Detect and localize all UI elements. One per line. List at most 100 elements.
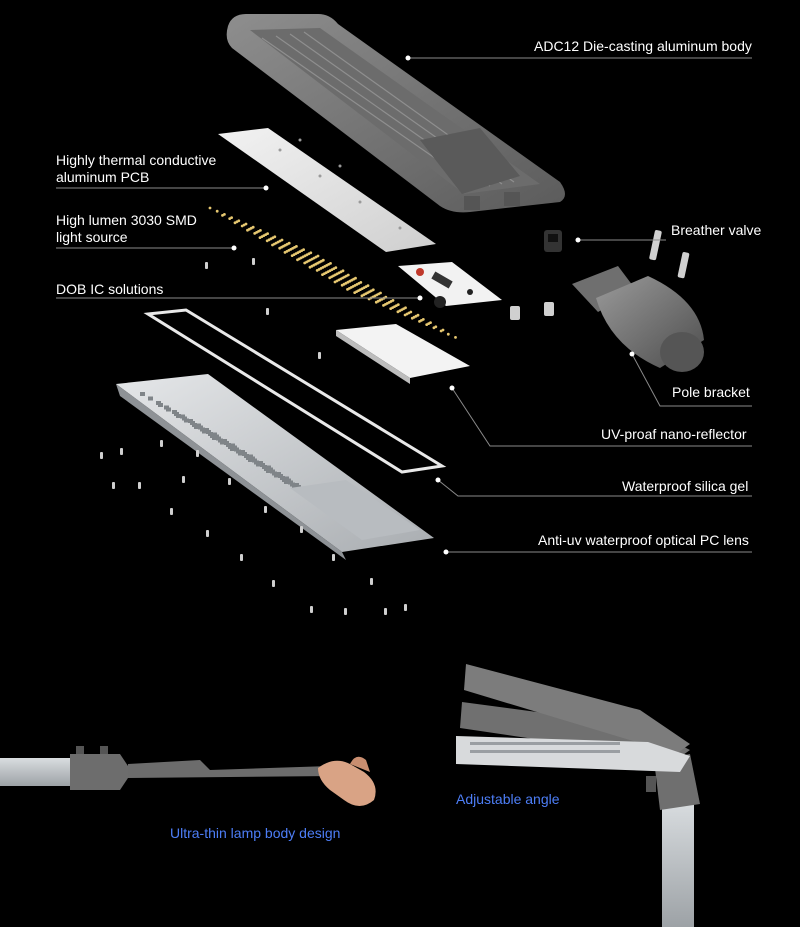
led-chip: [228, 217, 232, 221]
led-chip: [439, 329, 443, 333]
optical-lens-part: [116, 374, 434, 560]
screw-icon: [100, 258, 407, 615]
silica-gel-gasket: [143, 308, 447, 474]
lens-cell: [212, 436, 217, 440]
led-chip: [418, 320, 421, 323]
lens-cell: [274, 473, 279, 478]
thermal-pcb-part: [218, 128, 436, 252]
led-chip: [403, 313, 407, 317]
lens-cell: [220, 440, 225, 445]
led-chip: [233, 221, 237, 225]
led-chip: [425, 323, 429, 326]
led-chip: [246, 228, 249, 232]
led-chip: [283, 251, 287, 254]
screw: [240, 554, 243, 561]
led-chip: [271, 243, 274, 247]
label-aluminum-body: ADC12 Die-casting aluminum body: [534, 38, 752, 54]
led-chip: [353, 291, 357, 294]
led-chip: [340, 283, 344, 287]
screw: [196, 450, 199, 457]
led-chip: [446, 332, 450, 336]
led-chip: [315, 269, 319, 272]
caption-ultra-thin: Ultra-thin lamp body design: [170, 825, 341, 841]
led-chip: [454, 336, 457, 339]
screw: [206, 530, 209, 537]
screw: [266, 308, 269, 315]
led-chip: [410, 316, 414, 320]
led-chip: [389, 307, 393, 310]
hand-icon: [318, 756, 376, 806]
caption-adjustable-angle: Adjustable angle: [456, 791, 560, 807]
lens-cell: [248, 458, 253, 462]
led-chip: [253, 232, 257, 235]
adjustable-angle-illustration: [456, 664, 700, 927]
screw: [100, 452, 103, 459]
smd-led-grid: [208, 206, 457, 339]
label-smd-light-source: High lumen 3030 SMD light source: [56, 212, 197, 246]
screw: [170, 508, 173, 515]
screw: [112, 482, 115, 489]
lens-cell: [238, 451, 243, 456]
led-chip: [208, 206, 212, 210]
label-smd-line2: light source: [56, 229, 128, 245]
screw: [384, 608, 387, 615]
lens-cell: [184, 418, 189, 423]
leader-dots: [231, 55, 635, 555]
led-chip: [360, 294, 364, 298]
screw: [310, 606, 313, 613]
led-chip: [290, 254, 294, 257]
screw: [252, 258, 255, 265]
screw: [228, 478, 231, 485]
screw: [120, 448, 123, 455]
led-chip: [321, 273, 324, 276]
label-nano-reflector: UV-proaf nano-reflector: [601, 426, 747, 442]
nano-reflector-part: [336, 324, 470, 384]
lens-cell: [230, 447, 235, 451]
screw: [205, 262, 208, 269]
label-smd-line1: High lumen 3030 SMD: [56, 212, 197, 228]
led-chip: [265, 239, 269, 243]
led-chip: [374, 300, 378, 304]
label-thermal-pcb: Highly thermal conductive aluminum PCB: [56, 152, 216, 186]
screw: [264, 506, 267, 513]
leader-lines: [56, 57, 752, 553]
lens-cell: [176, 414, 181, 418]
led-chip: [333, 280, 337, 284]
label-thermal-pcb-line2: aluminum PCB: [56, 169, 150, 185]
screw: [300, 526, 303, 533]
lens-cell: [256, 462, 261, 467]
screw: [332, 554, 335, 561]
led-chip: [308, 265, 312, 269]
aluminum-body-part: [226, 14, 565, 213]
led-chip: [296, 258, 299, 262]
led-chip: [221, 214, 224, 217]
label-pole-bracket: Pole bracket: [672, 384, 750, 400]
label-dob-ic: DOB IC solutions: [56, 281, 164, 297]
led-chip: [328, 276, 332, 280]
lens-cell: [194, 425, 199, 429]
screw: [138, 482, 141, 489]
led-chip: [258, 236, 262, 240]
led-chip: [346, 288, 349, 291]
lens-cell: [266, 469, 271, 473]
led-chip: [382, 304, 385, 307]
ultra-thin-lamp-illustration: [0, 746, 334, 790]
label-silica-gel: Waterproof silica gel: [622, 478, 749, 494]
led-chip: [303, 261, 307, 265]
lens-cell: [158, 403, 163, 407]
label-optical-lens: Anti-uv waterproof optical PC lens: [538, 532, 749, 548]
pole-bracket-part: [572, 266, 704, 372]
led-chip: [215, 209, 219, 213]
screw: [318, 352, 321, 359]
lens-cell: [140, 392, 145, 396]
breather-valve-icon: [544, 230, 562, 252]
screw: [370, 578, 373, 585]
label-thermal-pcb-line1: Highly thermal conductive: [56, 152, 217, 168]
lens-cell: [148, 396, 153, 401]
ic-board-part: [398, 262, 502, 308]
lens-cell: [202, 429, 207, 434]
bracket-bolts: [510, 230, 690, 320]
label-breather-valve: Breather valve: [671, 222, 762, 238]
screw: [272, 580, 275, 587]
